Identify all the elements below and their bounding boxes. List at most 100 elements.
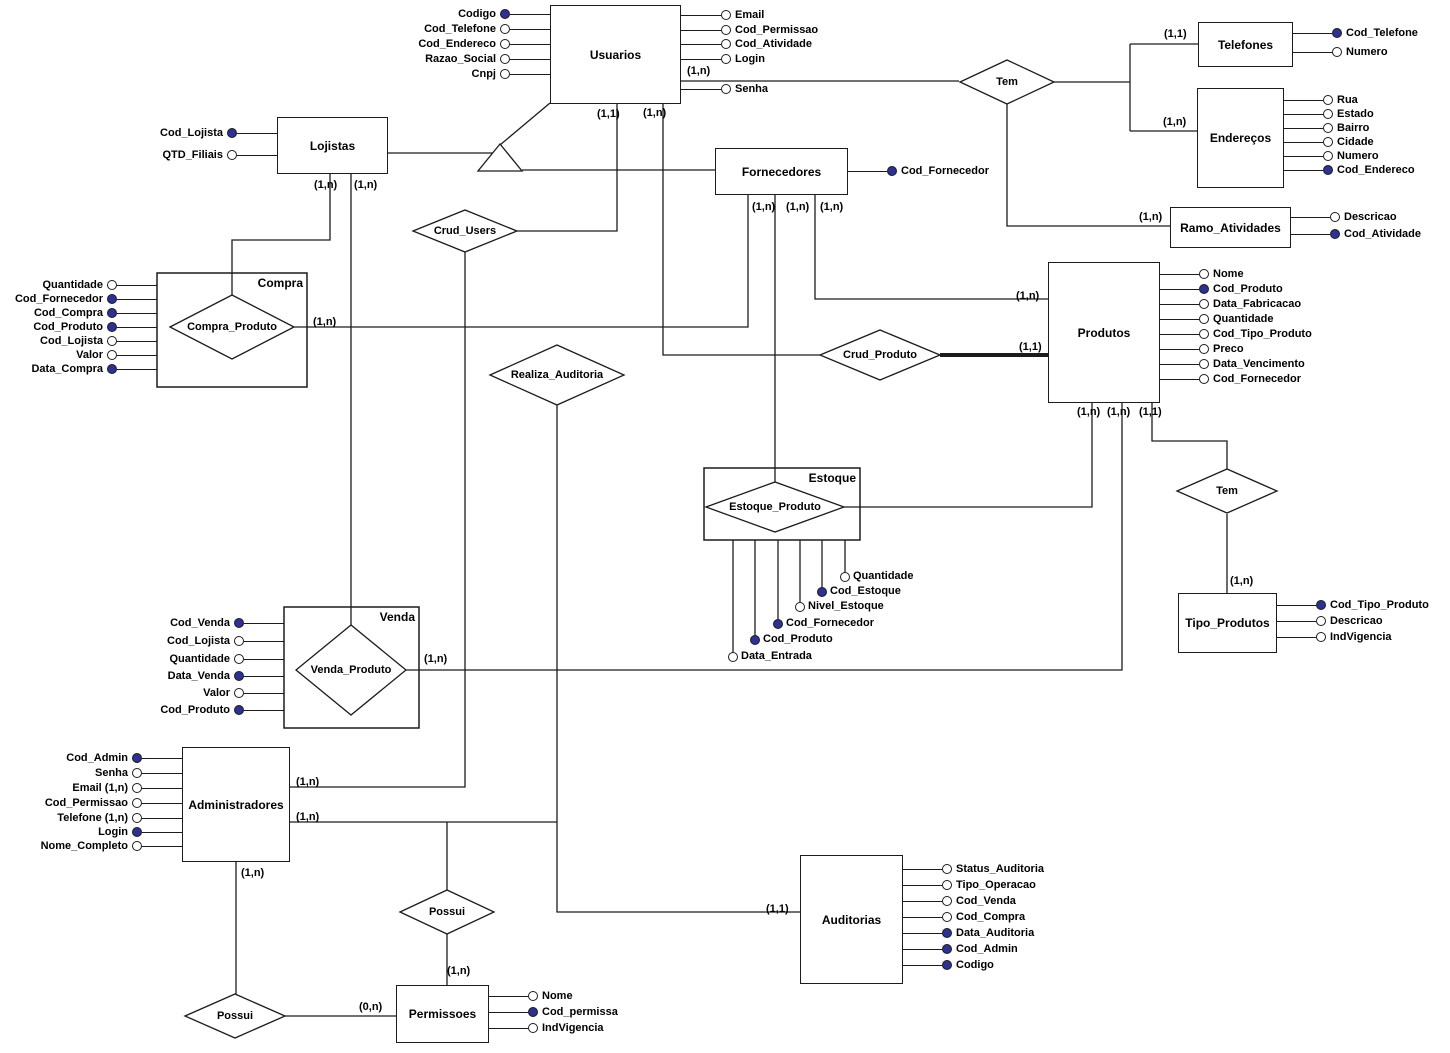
- attr-venda-quantidade[interactable]: Quantidade: [169, 651, 284, 667]
- attr-ramo-descricao[interactable]: Descricao: [1290, 209, 1397, 225]
- relationship-venda-produto-shape[interactable]: [294, 624, 408, 716]
- relationship-compra-produto-shape[interactable]: [168, 294, 296, 360]
- attr-fornecedores-cod-fornecedor[interactable]: Cod_Fornecedor: [847, 163, 989, 179]
- key-attribute-circle[interactable]: [817, 587, 827, 597]
- attr-compra-quantidade[interactable]: Quantidade: [42, 277, 157, 293]
- relationship-estoque-produto-shape[interactable]: [704, 481, 846, 533]
- attr-enderecos-rua[interactable]: Rua: [1283, 92, 1358, 108]
- attr-permissoes-nome[interactable]: Nome: [488, 988, 573, 1004]
- attr-admin-login[interactable]: Login: [98, 824, 182, 840]
- attr-auditorias-data-auditoria[interactable]: Data_Auditoria: [902, 925, 1034, 941]
- isa-triangle[interactable]: [476, 142, 524, 172]
- attr-compra-cod-produto[interactable]: Cod_Produto: [33, 319, 157, 335]
- attr-venda-data-venda[interactable]: Data_Venda: [168, 668, 284, 684]
- attr-permissoes-cod-permissa[interactable]: Cod_permissa: [488, 1004, 618, 1020]
- relationship-possui-lower-shape[interactable]: [183, 993, 287, 1039]
- attribute-circle[interactable]: [840, 572, 850, 582]
- attr-auditorias-cod-compra[interactable]: Cod_Compra: [902, 909, 1025, 925]
- attr-telefones-numero[interactable]: Numero: [1292, 44, 1388, 60]
- attr-produtos-cod-produto[interactable]: Cod_Produto: [1159, 281, 1283, 297]
- entity-usuarios[interactable]: Usuarios: [550, 5, 681, 104]
- attr-usuarios-razao-social[interactable]: Razao_Social: [425, 51, 550, 67]
- attr-usuarios-codigo[interactable]: Codigo: [458, 6, 550, 22]
- relationship-possui-lower[interactable]: Possui: [216, 1010, 254, 1022]
- attr-usuarios-senha[interactable]: Senha: [681, 81, 768, 97]
- key-attribute-circle[interactable]: [750, 635, 760, 645]
- entity-enderecos[interactable]: Endereços: [1197, 88, 1284, 188]
- attr-usuarios-cod-atividade[interactable]: Cod_Atividade: [681, 36, 812, 52]
- attribute-circle[interactable]: [728, 652, 738, 662]
- attr-usuarios-login[interactable]: Login: [681, 51, 765, 67]
- attr-auditorias-codigo[interactable]: Codigo: [902, 957, 994, 973]
- attr-enderecos-numero[interactable]: Numero: [1283, 148, 1379, 164]
- attr-usuarios-cod-endereco[interactable]: Cod_Endereco: [418, 36, 550, 52]
- relationship-realiza-auditoria[interactable]: Realiza_Auditoria: [510, 369, 604, 381]
- attr-admin-nome-completo[interactable]: Nome_Completo: [41, 838, 182, 854]
- attr-tipo-produtos-cod[interactable]: Cod_Tipo_Produto: [1276, 597, 1429, 613]
- attr-admin-cod-admin[interactable]: Cod_Admin: [66, 750, 182, 766]
- relationship-compra-produto[interactable]: Compra_Produto: [187, 321, 277, 333]
- relationship-crud-users-shape[interactable]: [411, 209, 519, 253]
- attr-auditorias-tipo-operacao[interactable]: Tipo_Operacao: [902, 877, 1036, 893]
- relationship-tem-right-shape[interactable]: [1175, 468, 1279, 514]
- attr-produtos-nome[interactable]: Nome: [1159, 266, 1244, 282]
- attr-ramo-cod-atividade[interactable]: Cod_Atividade: [1290, 226, 1421, 242]
- relationship-tem-top-shape[interactable]: [958, 59, 1056, 105]
- attr-venda-cod-produto[interactable]: Cod_Produto: [160, 702, 284, 718]
- attr-enderecos-cod-endereco[interactable]: Cod_Endereco: [1283, 162, 1415, 178]
- attr-venda-cod-lojista[interactable]: Cod_Lojista: [167, 633, 284, 649]
- attr-enderecos-bairro[interactable]: Bairro: [1283, 120, 1369, 136]
- attr-produtos-quantidade[interactable]: Quantidade: [1159, 311, 1274, 327]
- attr-admin-email[interactable]: Email (1,n): [72, 780, 182, 796]
- attr-tipo-produtos-indvigencia[interactable]: IndVigencia: [1276, 629, 1392, 645]
- entity-produtos[interactable]: Produtos: [1048, 262, 1160, 403]
- attr-admin-telefone[interactable]: Telefone (1,n): [57, 810, 182, 826]
- attr-produtos-cod-tipo-produto[interactable]: Cod_Tipo_Produto: [1159, 326, 1312, 342]
- attr-auditorias-status[interactable]: Status_Auditoria: [902, 861, 1044, 877]
- attr-enderecos-cidade[interactable]: Cidade: [1283, 134, 1374, 150]
- key-attribute-circle[interactable]: [773, 619, 783, 629]
- attr-enderecos-estado[interactable]: Estado: [1283, 106, 1374, 122]
- attr-compra-cod-fornecedor[interactable]: Cod_Fornecedor: [15, 291, 157, 307]
- attr-produtos-data-fabricacao[interactable]: Data_Fabricacao: [1159, 296, 1301, 312]
- attr-tipo-produtos-descricao[interactable]: Descricao: [1276, 613, 1383, 629]
- attr-compra-cod-compra[interactable]: Cod_Compra: [34, 305, 157, 321]
- entity-lojistas[interactable]: Lojistas: [277, 117, 388, 174]
- attr-usuarios-cod-telefone[interactable]: Cod_Telefone: [424, 21, 550, 37]
- entity-telefones[interactable]: Telefones: [1198, 22, 1293, 67]
- attr-produtos-preco[interactable]: Preco: [1159, 341, 1244, 357]
- attr-auditorias-cod-venda[interactable]: Cod_Venda: [902, 893, 1016, 909]
- relationship-crud-users[interactable]: Crud_Users: [433, 225, 497, 237]
- attr-venda-cod-venda[interactable]: Cod_Venda: [170, 615, 284, 631]
- relationship-realiza-auditoria-shape[interactable]: [488, 344, 626, 406]
- attr-usuarios-cnpj[interactable]: Cnpj: [472, 66, 550, 82]
- attr-telefones-cod-telefone[interactable]: Cod_Telefone: [1292, 25, 1418, 41]
- attr-lojistas-qtd-filiais[interactable]: QTD_Filiais: [162, 147, 277, 163]
- attr-permissoes-indvigencia[interactable]: IndVigencia: [488, 1020, 604, 1036]
- entity-administradores[interactable]: Administradores: [182, 747, 290, 862]
- attr-lojistas-cod-lojista[interactable]: Cod_Lojista: [160, 125, 277, 141]
- attr-produtos-cod-fornecedor[interactable]: Cod_Fornecedor: [1159, 371, 1301, 387]
- relationship-crud-produto-shape[interactable]: [818, 329, 942, 381]
- attribute-circle[interactable]: [795, 602, 805, 612]
- attr-compra-valor[interactable]: Valor: [76, 347, 157, 363]
- relationship-possui-upper[interactable]: Possui: [428, 906, 466, 918]
- relationship-possui-upper-shape[interactable]: [398, 889, 496, 935]
- entity-ramo-atividades[interactable]: Ramo_Atividades: [1170, 207, 1291, 248]
- attr-compra-data-compra[interactable]: Data_Compra: [31, 361, 157, 377]
- attr-auditorias-cod-admin[interactable]: Cod_Admin: [902, 941, 1018, 957]
- attr-venda-valor[interactable]: Valor: [203, 685, 284, 701]
- entity-tipo-produtos[interactable]: Tipo_Produtos: [1178, 593, 1277, 653]
- relationship-tem-right[interactable]: Tem: [1216, 485, 1238, 497]
- relationship-crud-produto[interactable]: Crud_Produto: [843, 349, 917, 361]
- relationship-venda-produto[interactable]: Venda_Produto: [310, 664, 392, 676]
- attr-produtos-data-vencimento[interactable]: Data_Vencimento: [1159, 356, 1305, 372]
- attr-compra-cod-lojista[interactable]: Cod_Lojista: [40, 333, 157, 349]
- attr-usuarios-email[interactable]: Email: [681, 7, 764, 23]
- entity-auditorias[interactable]: Auditorias: [800, 855, 903, 984]
- attr-usuarios-cod-permissao[interactable]: Cod_Permissao: [681, 22, 818, 38]
- relationship-estoque-produto[interactable]: Estoque_Produto: [729, 501, 821, 513]
- relationship-tem-top[interactable]: Tem: [996, 76, 1018, 88]
- entity-fornecedores[interactable]: Fornecedores: [715, 148, 848, 195]
- attr-admin-senha[interactable]: Senha: [95, 765, 182, 781]
